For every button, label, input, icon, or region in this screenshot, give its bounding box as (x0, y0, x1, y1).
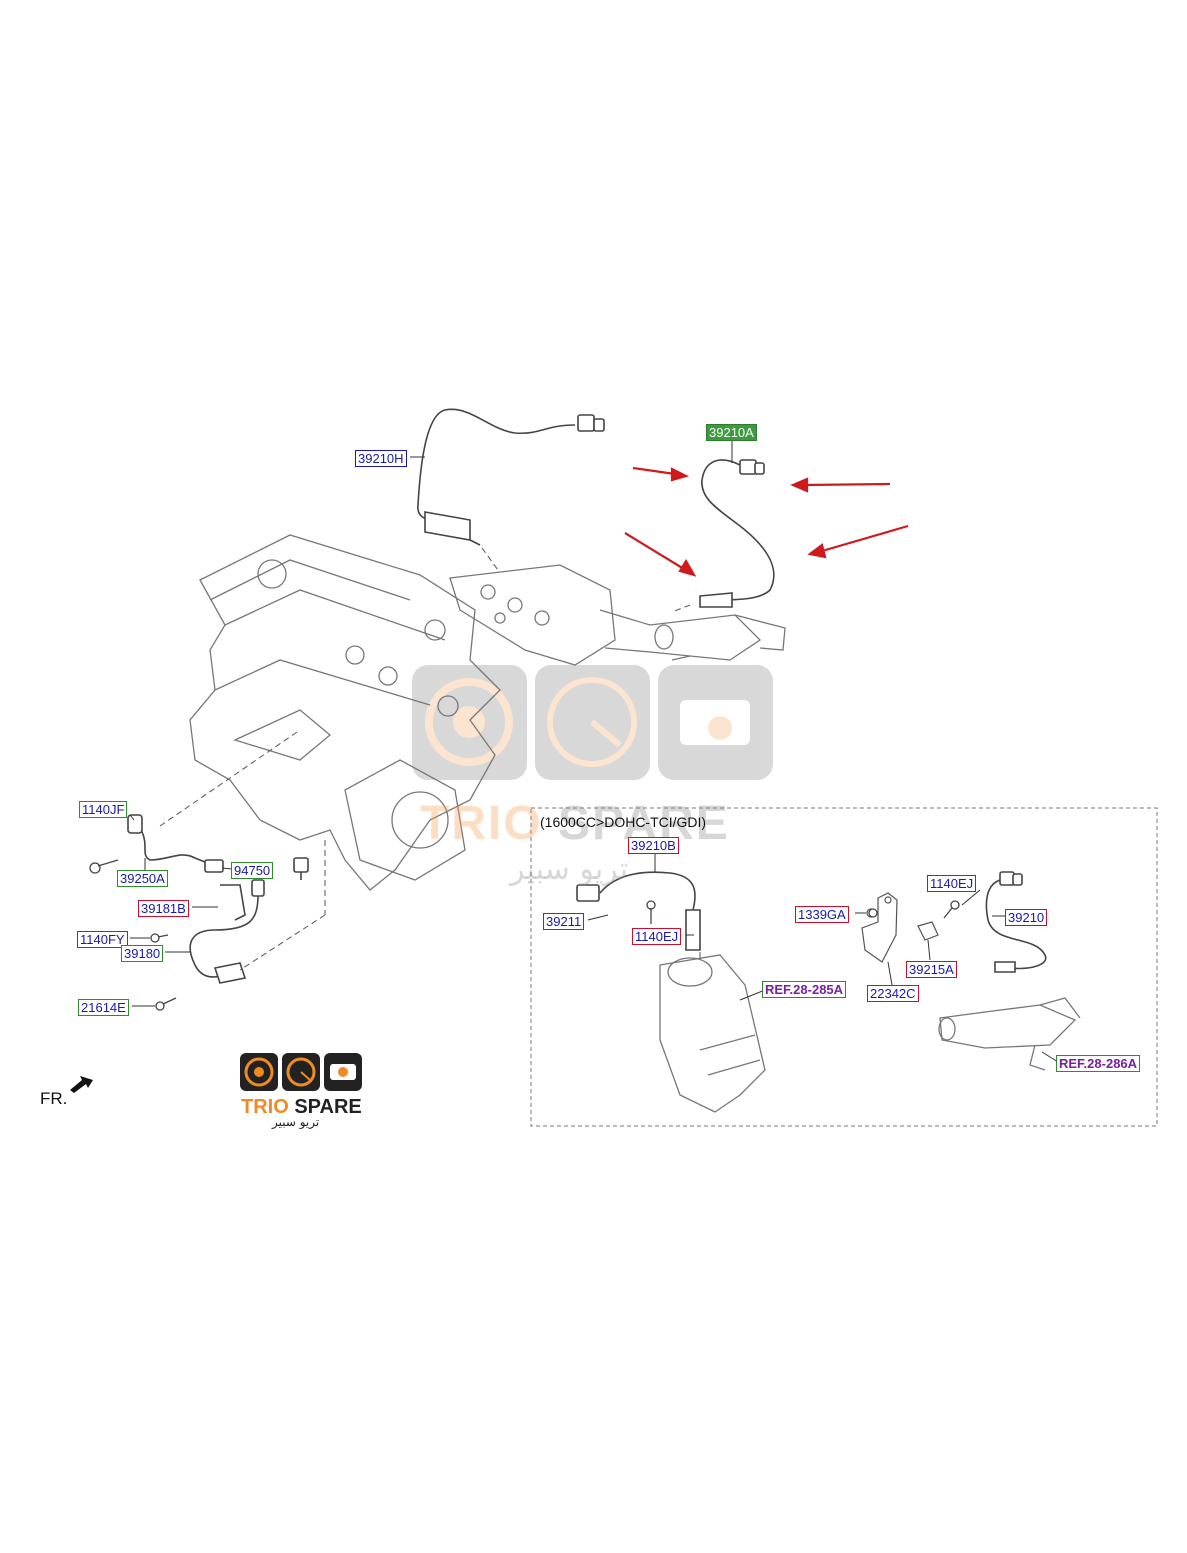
direction-label: FR. (40, 1089, 68, 1108)
engine-block (189, 534, 501, 891)
variant-box (530, 807, 1158, 1127)
ref-link-28-286A[interactable]: REF.28-286A (1056, 1055, 1141, 1072)
ref-link-28-285A[interactable]: REF.28-285A (762, 981, 847, 998)
brand-logo-icons (240, 1053, 362, 1091)
watermark-arabic: تريو سبير (510, 852, 629, 887)
part-label-39210H[interactable]: 39210H (355, 450, 407, 467)
annotation-arrows (624, 466, 909, 577)
part-label-1140EJ-a[interactable]: 1140EJ (632, 928, 682, 945)
part-label-94750[interactable]: 94750 (231, 862, 274, 879)
part-label-39180[interactable]: 39180 (121, 945, 164, 962)
part-label-39250A[interactable]: 39250A (117, 870, 168, 887)
mounting-bracket (861, 892, 939, 963)
part-label-1140EJ-b[interactable]: 1140EJ (927, 875, 977, 892)
brand-name: TRIO SPARE (241, 1096, 362, 1119)
part-label-39181B[interactable]: 39181B (138, 900, 189, 917)
assembly-lines (159, 547, 701, 971)
catalytic-converter (659, 954, 1081, 1113)
leader-lines (129, 439, 1059, 1063)
brand-name-a: TRIO (241, 1096, 289, 1118)
bolts (89, 859, 960, 1011)
brand-arabic: تريو سبير (272, 1115, 320, 1129)
part-label-22342C[interactable]: 22342C (867, 985, 919, 1002)
part-label-39210[interactable]: 39210 (1005, 909, 1048, 926)
part-label-39215A[interactable]: 39215A (906, 961, 957, 978)
part-label-39211[interactable]: 39211 (543, 913, 585, 930)
exhaust-manifold-upper (449, 564, 786, 666)
part-label-39210B[interactable]: 39210B (628, 837, 679, 854)
fr-arrow-icon (70, 1076, 93, 1093)
brand-name-b: SPARE (288, 1096, 362, 1118)
sensor-cables (127, 408, 1047, 984)
watermark-logo (412, 665, 773, 780)
part-label-21614E[interactable]: 21614E (78, 999, 129, 1016)
part-label-39210A[interactable]: 39210A (706, 424, 757, 441)
watermark-brand-a: TRIO (420, 797, 543, 850)
variant-note: (1600CC>DOHC-TCI/GDI) (540, 814, 707, 830)
part-label-1140FY[interactable]: 1140FY (77, 931, 128, 948)
part-label-1339GA[interactable]: 1339GA (795, 906, 849, 923)
part-label-1140JF[interactable]: 1140JF (79, 801, 128, 818)
